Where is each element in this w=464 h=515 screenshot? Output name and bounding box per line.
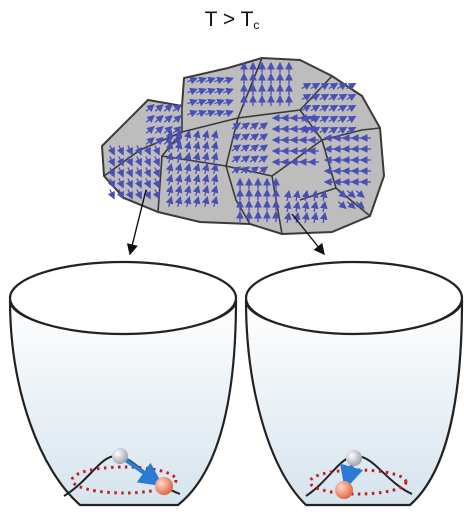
domain-map [102, 58, 384, 234]
grey-ball [112, 448, 128, 464]
bowl-rim [10, 262, 236, 334]
spin-arrow [110, 190, 114, 199]
left-bowl [10, 262, 236, 505]
orange-ball [335, 481, 353, 499]
orange-ball [155, 477, 173, 495]
grey-ball [346, 450, 362, 466]
bowl-rim [246, 262, 462, 334]
right-bowl [246, 262, 462, 505]
